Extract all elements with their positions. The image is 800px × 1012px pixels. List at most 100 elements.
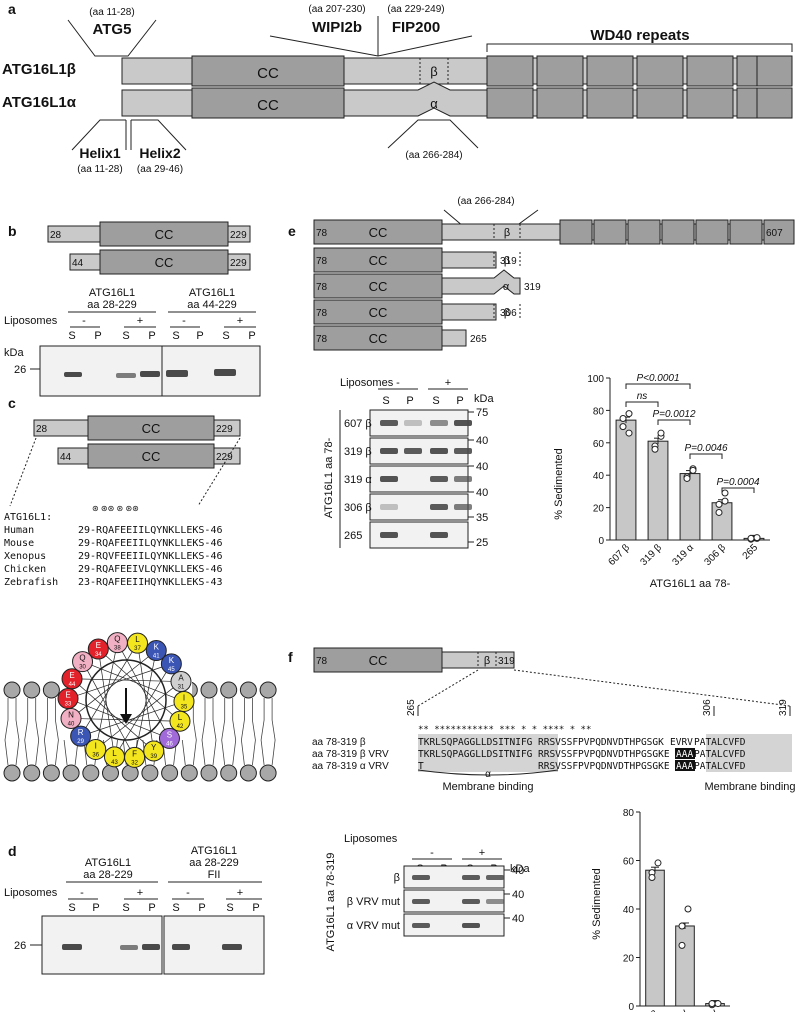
d-minus-1: - <box>80 887 84 899</box>
f-alpha-label: α <box>485 769 491 780</box>
e-lane-s1: S <box>382 395 389 407</box>
f-blot-band <box>462 923 480 928</box>
e-construct-cc <box>313 247 443 273</box>
e-construct-beta: β <box>504 255 510 267</box>
d-group2-l3: FII <box>208 869 221 881</box>
f-blot-band <box>462 899 480 904</box>
wheel-spoke <box>82 661 185 702</box>
e-blot-lane-label: 607 β <box>344 418 372 430</box>
e-construct-start: 78 <box>316 308 328 319</box>
atg16l1-beta-name: ATG16L1β <box>2 61 76 78</box>
lipid-head <box>220 681 238 699</box>
wheel-residue <box>158 727 180 749</box>
panel-c: c 28 CC 229 44 CC 229 ATG16L1: ⊛ ⊛⊛ ⊛ ⊛⊛… <box>3 395 277 782</box>
helix2-range: (aa 29-46) <box>137 164 183 175</box>
d-band <box>120 945 138 950</box>
wheel-residue-letter: I <box>95 741 97 750</box>
fip200-label: FIP200 <box>392 19 440 36</box>
e-kda-mark: 75 <box>476 407 488 419</box>
e-chart-point <box>715 508 723 516</box>
e-construct-cc <box>313 299 443 325</box>
e-blot-band <box>454 504 472 510</box>
b-c1-end: 229 <box>230 230 247 241</box>
e-chart-sig-bracket <box>625 401 659 407</box>
b-band <box>64 372 82 377</box>
e-chart-bar <box>647 440 669 541</box>
b-c1-start: 28 <box>50 230 62 241</box>
lipid-head <box>42 681 60 699</box>
e-chart-ytick: 80 <box>593 406 605 417</box>
f-chart-point <box>714 1000 722 1008</box>
wheel-residue-letter: K <box>169 656 175 665</box>
c-conservation-marks: ⊛ ⊛⊛ ⊛ ⊛⊛ <box>92 504 139 513</box>
f-mutation-highlight <box>675 748 695 759</box>
wheel-residue-number: 33 <box>65 702 72 708</box>
e-blot-band <box>430 448 448 454</box>
wheel-residue-letter: E <box>96 641 101 650</box>
e-chart-ytick: 60 <box>593 439 605 450</box>
wheel-residue <box>145 640 167 662</box>
f-blot-band <box>412 899 430 904</box>
f-seq-segment: PATALCVFD <box>694 749 746 760</box>
lipid-head <box>200 681 218 699</box>
b-plus-1: + <box>137 315 143 327</box>
b-lane-s4: S <box>222 330 229 342</box>
alpha-region-label: α <box>430 96 438 111</box>
e-wd40-blade <box>559 219 593 245</box>
atg16l1-alpha-name: ATG16L1α <box>2 94 77 111</box>
e-wd40-blade <box>695 219 729 245</box>
e-chart-xtick: 607 β <box>607 542 633 568</box>
c-sequence: 29-RQAFEEIILQYNKLLEKS-46 <box>78 538 223 549</box>
b-plus-2: + <box>237 315 243 327</box>
f-chart-xtick: β <box>649 1008 661 1012</box>
wheel-residue-number: 43 <box>111 760 118 766</box>
wheel-spoke <box>67 698 170 739</box>
lipid-head <box>141 764 159 782</box>
f-chart-ytick: 60 <box>623 857 635 868</box>
wheel-spoke <box>71 678 154 752</box>
e-chart-point <box>619 415 627 422</box>
f-pos-306: 306 <box>702 699 713 716</box>
f-chart-xtick: α VRV <box>693 1008 721 1012</box>
lipid-tail <box>4 698 20 766</box>
f-seq-segment: EVRV <box>670 737 693 748</box>
e-construct-start: 78 <box>316 256 328 267</box>
lipid-tail <box>24 698 40 766</box>
binding-site-lines <box>269 35 473 57</box>
alpha-cc-label: CC <box>257 97 279 114</box>
e-blot-band <box>380 448 398 454</box>
f-pos-265: 265 <box>406 699 417 716</box>
lipid-tail <box>201 698 217 766</box>
e-chart-xtick: 319 α <box>670 542 696 568</box>
f-seq-mutation: AAA <box>676 749 693 760</box>
f-chart-ytick: 0 <box>628 1002 634 1012</box>
lipid-tail <box>43 698 59 766</box>
wheel-residue-number: 30 <box>79 665 86 671</box>
f-chart-ytick: 20 <box>623 954 635 965</box>
e-blot-ylabel: ATG16L1 aa 78- <box>323 437 335 518</box>
f-seq-label: aa 78-319 β VRV <box>312 749 389 760</box>
wheel-residue-number: 42 <box>177 724 184 730</box>
b-c2-end: 229 <box>230 258 247 269</box>
wheel-residue-number: 41 <box>153 654 160 660</box>
e-minus: - <box>396 377 400 389</box>
c-species-label: Chicken <box>4 564 46 575</box>
c-sequence: 29-RQVFEEIILQYNKLLEKS-46 <box>78 551 223 562</box>
d-group2-l2: aa 28-229 <box>189 857 239 869</box>
e-blot-lane-label: 319 α <box>344 474 372 486</box>
e-chart-point <box>619 423 627 431</box>
f-end: 319 <box>498 656 515 667</box>
panel-f-label: f <box>288 649 293 665</box>
e-chart-sig-label: P=0.0046 <box>684 443 728 454</box>
lipid-head <box>239 764 257 782</box>
f-start: 78 <box>316 656 328 667</box>
e-construct-cc <box>313 273 443 299</box>
e-chart-point <box>625 429 633 437</box>
e-chart-bar <box>615 419 637 541</box>
d-marker-26: 26 <box>14 940 26 952</box>
e-blot-band <box>454 476 472 482</box>
d-band <box>62 944 82 950</box>
b-lane-s2: S <box>122 330 129 342</box>
e-construct-cc-label: CC <box>369 305 388 320</box>
